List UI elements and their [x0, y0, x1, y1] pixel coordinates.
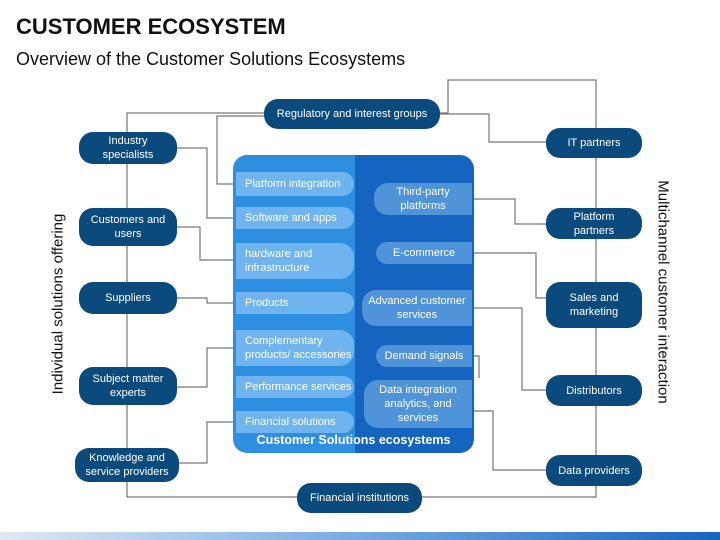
node-industry-specialists: Industry specialists: [79, 132, 177, 164]
frame-bottom-left: [126, 482, 297, 498]
pill-performance-services: Performance services: [236, 376, 354, 398]
side-label-left: Individual solutions offering: [49, 213, 67, 395]
pill-financial-solutions: Financial solutions: [236, 411, 354, 433]
pill-complementary-products: Complementary products/ accessories: [236, 330, 354, 366]
pill-advanced-customer-services: Advanced customer services: [362, 290, 472, 326]
node-regulatory-interest-groups: Regulatory and interest groups: [264, 99, 440, 129]
link-experts-complementary: [177, 347, 236, 388]
pill-third-party-platforms: Third-party platforms: [374, 183, 472, 215]
pill-products: Products: [236, 292, 354, 314]
node-knowledge-service-providers: Knowledge and service providers: [75, 448, 179, 482]
node-it-partners: IT partners: [546, 128, 642, 158]
frame-top-right: [440, 79, 597, 128]
node-customers-users: Customers and users: [79, 208, 177, 246]
pill-demand-signals: Demand signals: [376, 345, 472, 367]
pill-software-apps: Software and apps: [236, 207, 354, 229]
page-subtitle: Overview of the Customer Solutions Ecosy…: [16, 49, 406, 69]
pill-platform-integration: Platform integration: [236, 172, 354, 196]
link-thirdparty-platform: [472, 198, 546, 225]
link-advanced-distributors: [472, 307, 546, 391]
link-industry-software: [177, 147, 236, 219]
pill-data-integration: Data integration analytics, and services: [364, 380, 472, 428]
side-label-right: Multichannel customer interaction: [654, 180, 672, 404]
node-financial-institutions: Financial institutions: [297, 483, 422, 513]
node-platform-partners: Platform partners: [546, 208, 642, 239]
node-data-providers: Data providers: [546, 455, 642, 486]
link-datainteg-providers: [472, 410, 546, 471]
node-sales-marketing: Sales and marketing: [546, 282, 642, 328]
frame-bottom-right: [422, 486, 597, 498]
node-subject-matter-experts: Subject matter experts: [79, 367, 177, 405]
page-title: CUSTOMER ECOSYSTEM: [16, 14, 286, 39]
link-customers-hardware: [177, 226, 236, 261]
node-suppliers: Suppliers: [79, 282, 177, 314]
link-demand-datainteg: [472, 355, 480, 378]
link-ecommerce-sales: [472, 252, 546, 299]
pill-e-commerce: E-commerce: [376, 242, 472, 264]
link-regulatory-it: [440, 113, 546, 143]
core-caption: Customer Solutions ecosystems: [256, 433, 451, 447]
bottom-accent-bar: [0, 532, 720, 540]
link-knowledge-financial: [177, 421, 236, 464]
link-suppliers-products: [177, 297, 236, 304]
pill-hardware-infrastructure: hardware and infrastructure: [236, 243, 354, 279]
frame-top-left: [126, 112, 264, 132]
node-distributors: Distributors: [546, 375, 642, 406]
